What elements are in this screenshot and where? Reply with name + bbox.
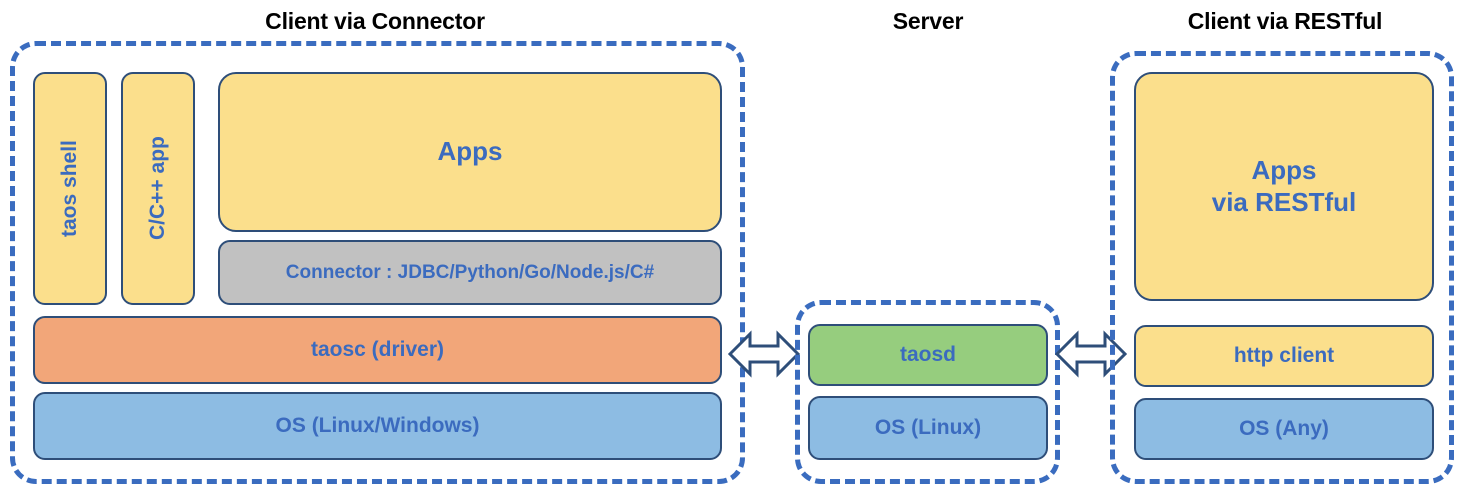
arrow-server-to-restful <box>1054 325 1128 383</box>
node-apps-via-restful-line2: via RESTful <box>1211 186 1357 217</box>
node-cpp-app[interactable]: C/C++ app <box>121 72 195 305</box>
node-os-linux-windows[interactable]: OS (Linux/Windows) <box>33 392 722 460</box>
section-title-client-restful: Client via RESTful <box>1187 8 1383 34</box>
node-taosc-driver[interactable]: taosc (driver) <box>33 316 722 384</box>
arrow-connector-to-server <box>727 325 801 383</box>
client-connector-container <box>10 41 745 484</box>
node-apps-via-restful[interactable]: Apps via RESTful <box>1134 72 1434 301</box>
node-os-linux[interactable]: OS (Linux) <box>808 396 1048 460</box>
node-apps-via-restful-line1: Apps <box>1251 154 1317 185</box>
node-taosd[interactable]: taosd <box>808 324 1048 386</box>
section-title-client-connector: Client via Connector <box>265 8 485 34</box>
section-title-server: Server <box>892 8 964 34</box>
node-apps[interactable]: Apps <box>218 72 722 232</box>
node-http-client[interactable]: http client <box>1134 325 1434 387</box>
node-taos-shell[interactable]: taos shell <box>33 72 107 305</box>
client-restful-container <box>1110 51 1454 484</box>
node-connector[interactable]: Connector : JDBC/Python/Go/Node.js/C# <box>218 240 722 305</box>
node-os-any[interactable]: OS (Any) <box>1134 398 1434 460</box>
server-container <box>795 300 1060 484</box>
